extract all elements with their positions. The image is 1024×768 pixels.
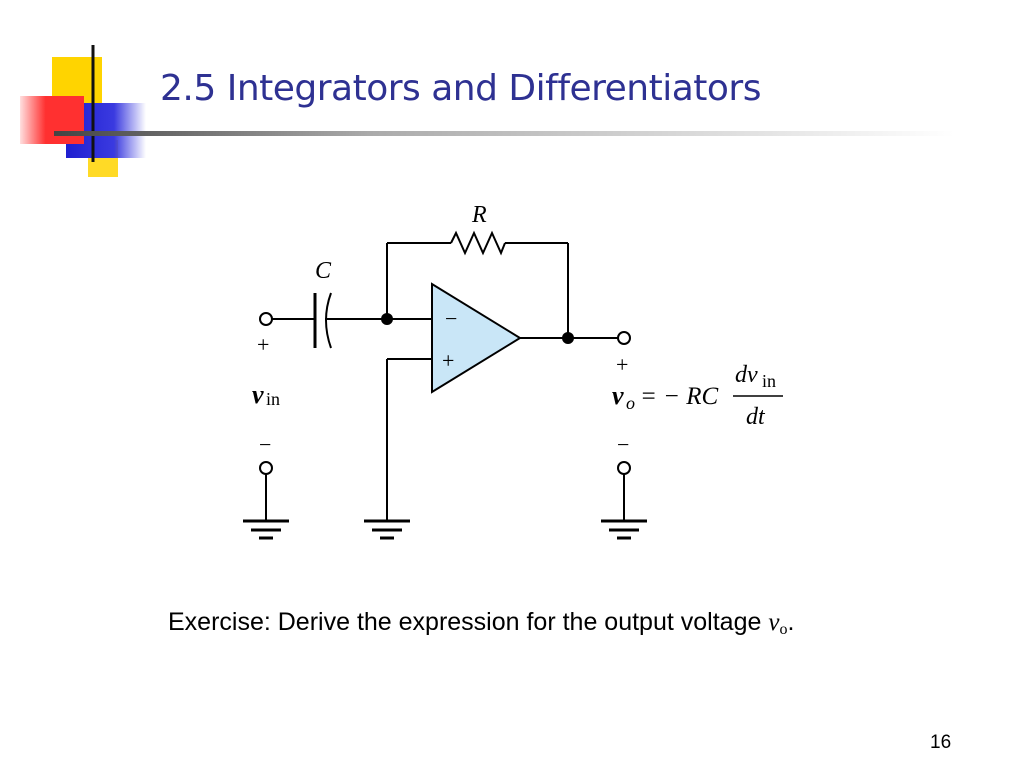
output-var-subscript: o xyxy=(626,393,635,413)
slide-title: 2.5 Integrators and Differentiators xyxy=(160,68,762,109)
output-var-label: v xyxy=(612,381,624,410)
differentiator-circuit-diagram: − + R C + v in − + − v o = − RC dv in dt xyxy=(243,202,783,540)
output-node-dot xyxy=(562,332,574,344)
opamp-minus-label: − xyxy=(445,306,457,331)
equation-denominator: dt xyxy=(746,404,766,430)
equation-numerator: dv xyxy=(735,362,758,388)
input-var-subscript: in xyxy=(266,389,280,409)
opamp-plus-label: + xyxy=(442,348,454,373)
resistor-label: R xyxy=(471,202,487,228)
capacitor-plate-curved xyxy=(325,292,332,349)
slide-logo-decoration xyxy=(20,45,146,177)
inverting-node-dot xyxy=(381,313,393,325)
output-plus-label: + xyxy=(616,352,628,377)
opamp-triangle xyxy=(431,282,522,394)
output-terminal-bottom xyxy=(617,461,631,475)
exercise-variable-subscript: o xyxy=(779,621,788,638)
exercise-prompt: Exercise: Derive the expression for the … xyxy=(168,608,769,636)
equation-numerator-subscript: in xyxy=(762,371,776,391)
input-var-label: v xyxy=(252,380,264,409)
input-terminal-bottom xyxy=(259,461,273,475)
input-plus-label: + xyxy=(257,332,269,357)
exercise-variable: v xyxy=(768,609,780,636)
input-minus-label: − xyxy=(259,432,271,457)
ground-symbol-output xyxy=(601,519,647,540)
resistor xyxy=(450,230,506,256)
capacitor-label: C xyxy=(315,258,332,284)
title-underline xyxy=(54,131,954,136)
ground-symbol-middle xyxy=(364,519,410,540)
page-number: 16 xyxy=(930,732,952,753)
equation-middle: = − RC xyxy=(640,383,719,410)
output-minus-label: − xyxy=(617,432,629,457)
exercise-end: . xyxy=(787,608,795,636)
ground-symbol-input xyxy=(243,519,289,540)
exercise-text: Exercise: Derive the expression for the … xyxy=(168,608,794,639)
input-terminal-top xyxy=(259,312,273,326)
output-terminal-top xyxy=(617,331,631,345)
